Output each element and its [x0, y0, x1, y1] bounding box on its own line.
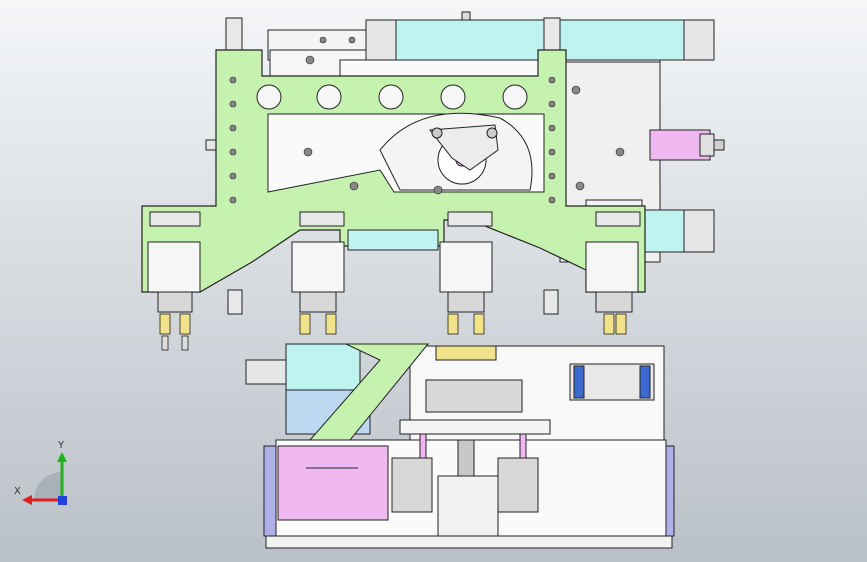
plate-screws — [229, 36, 625, 204]
valve-block-1 — [147, 211, 201, 313]
gripper-jaws — [391, 457, 539, 513]
triad-x-label: X — [14, 486, 21, 497]
left-fitting — [205, 139, 217, 151]
center-clamp — [399, 345, 551, 537]
guide-rods — [225, 17, 561, 315]
rotary-arm — [379, 112, 533, 191]
axis-triad-icon — [22, 452, 67, 505]
valve-block-3 — [439, 211, 493, 313]
right-cylinder — [635, 209, 715, 253]
triad-y-label: Y — [58, 440, 65, 451]
diagonal-strut — [308, 343, 430, 441]
mid-cylinder — [347, 229, 439, 251]
pneumatic-fitting-icon — [159, 313, 627, 351]
sensor-right — [649, 129, 725, 161]
pink-panel — [277, 445, 389, 521]
plate-holes — [256, 84, 528, 110]
valve-block-2 — [291, 211, 345, 313]
valve-block-4 — [585, 211, 641, 313]
right-slide-block — [569, 363, 655, 401]
